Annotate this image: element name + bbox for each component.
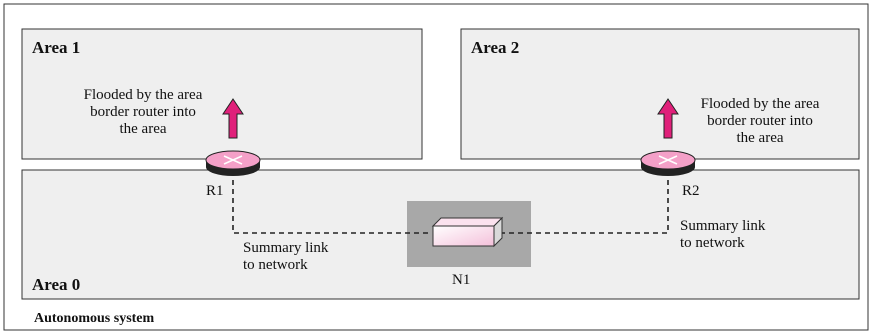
area-1-label: Area 1 [32, 38, 80, 57]
autonomous-system-label: Autonomous system [34, 311, 155, 326]
router-r1-icon [205, 150, 261, 176]
flood-note-area-1-line-2: border router into [90, 104, 196, 120]
area-2-region [460, 28, 860, 160]
summary-note-left-line-1: Summary link [243, 240, 329, 256]
router-r1-label: R1 [206, 183, 224, 199]
router-r2-icon [640, 150, 696, 176]
flood-note-area-2-line-2: border router into [707, 113, 813, 129]
flood-note-area-2-line-3: the area [736, 130, 783, 146]
area-2-label: Area 2 [471, 38, 519, 57]
summary-link-r2 [500, 180, 669, 234]
router-r2-label: R2 [682, 183, 700, 199]
summary-note-left-line-2: to network [243, 257, 308, 273]
summary-note-right-line-2: to network [680, 235, 745, 251]
area-1-region [21, 28, 423, 160]
area-0-label: Area 0 [32, 275, 80, 294]
flood-note-area-2-line-1: Flooded by the area [701, 96, 820, 112]
network-n1-box [431, 216, 504, 248]
summary-note-right-line-1: Summary link [680, 218, 766, 234]
network-n1-label: N1 [452, 272, 470, 288]
flood-arrow-area-1 [222, 98, 244, 139]
flood-note-area-1-line-3: the area [119, 121, 166, 137]
flood-note-area-1-line-1: Flooded by the area [84, 87, 203, 103]
flood-arrow-area-2 [657, 98, 679, 139]
